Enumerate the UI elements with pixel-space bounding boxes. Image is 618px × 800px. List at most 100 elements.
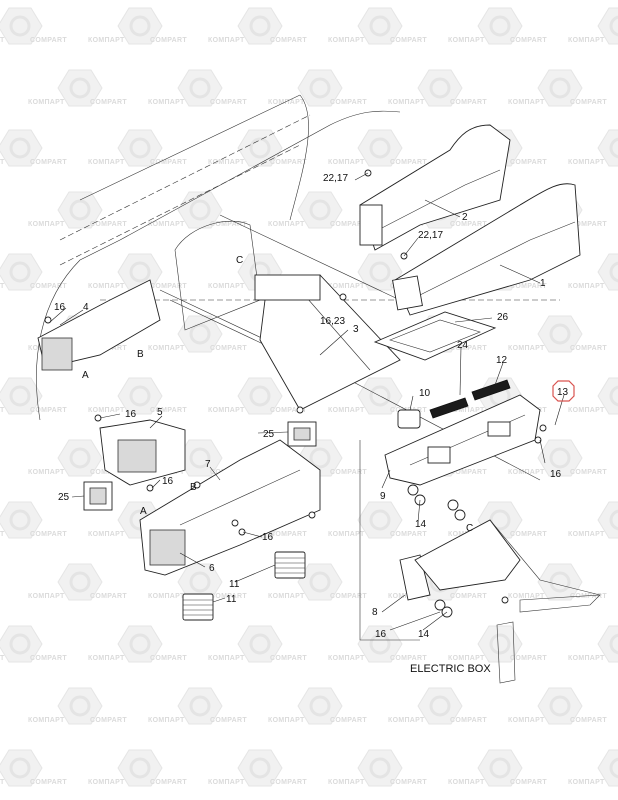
watermark-text-right: COMPART <box>30 283 67 290</box>
callout-13: 13 <box>557 387 569 398</box>
watermark-text-right: COMPART <box>510 779 547 786</box>
watermark-text-left: КОМПАРТ <box>148 717 185 724</box>
callout-16d: 16 <box>262 532 274 543</box>
watermark-text-left: КОМПАРТ <box>388 99 425 106</box>
watermark-text-right: COMPART <box>270 779 307 786</box>
callout-25a: 25 <box>263 429 275 440</box>
watermark-text-left: КОМПАРТ <box>88 159 125 166</box>
watermark-text-right: COMPART <box>210 345 247 352</box>
callout-14b: 14 <box>418 629 430 640</box>
callout-9: 9 <box>380 491 386 502</box>
bracket-part-8 <box>399 519 601 684</box>
watermark-text-right: COMPART <box>570 221 607 228</box>
callout-6: 6 <box>209 563 215 574</box>
watermark-tile: КОМПАРТ COMPART <box>88 129 187 167</box>
watermark-text-left: КОМПАРТ <box>0 407 5 414</box>
callout-8: 8 <box>372 607 378 618</box>
watermark-text-left: КОМПАРТ <box>328 531 365 538</box>
watermark-tile: КОМПАРТ COMPART <box>328 501 427 539</box>
watermark-text-left: КОМПАРТ <box>508 593 545 600</box>
panel-part-26 <box>373 311 497 361</box>
watermark-text-right: COMPART <box>30 779 67 786</box>
callout-13-highlight: 13 <box>552 380 575 402</box>
watermark-text-right: COMPART <box>510 531 547 538</box>
watermark-text-left: КОМПАРТ <box>28 99 65 106</box>
callout-16a: 16 <box>54 302 66 313</box>
watermark-text-left: КОМПАРТ <box>0 159 5 166</box>
watermark-text-left: КОМПАРТ <box>88 779 125 786</box>
callout-4: 4 <box>83 302 89 313</box>
leader-lines <box>49 172 565 631</box>
watermark-text-right: COMPART <box>90 99 127 106</box>
dash-panel-part-9 <box>384 394 541 486</box>
callout-16e: 16 <box>550 469 562 480</box>
watermark-text-left: КОМПАРТ <box>328 779 365 786</box>
watermark-text-left: КОМПАРТ <box>28 469 65 476</box>
callout-11b: 11 <box>226 594 237 605</box>
watermark-text-left: КОМПАРТ <box>508 345 545 352</box>
watermark-text-left: КОМПАРТ <box>88 37 125 44</box>
watermark-text-right: COMPART <box>510 283 547 290</box>
watermark-text-right: COMPART <box>150 283 187 290</box>
cover-part-10 <box>397 409 421 429</box>
watermark-text-right: COMPART <box>390 779 427 786</box>
watermark-text-right: COMPART <box>570 717 607 724</box>
watermark-text-right: COMPART <box>30 159 67 166</box>
watermark-text-left: КОМПАРТ <box>148 593 185 600</box>
watermark-text-left: КОМПАРТ <box>0 37 5 44</box>
watermark-text-right: COMPART <box>150 37 187 44</box>
watermark-text-left: КОМПАРТ <box>0 283 5 290</box>
watermark-text-left: КОМПАРТ <box>208 779 245 786</box>
callout-14a: 14 <box>415 519 427 530</box>
watermark-text-left: КОМПАРТ <box>208 655 245 662</box>
watermark-tile: КОМПАРТ COMPART <box>0 129 67 167</box>
watermark-text-left: КОМПАРТ <box>28 593 65 600</box>
watermark-text-left: КОМПАРТ <box>328 655 365 662</box>
callout-12: 12 <box>496 355 508 366</box>
vent-grilles-24-12 <box>429 379 511 419</box>
callout-11a: 11 <box>229 579 240 590</box>
callout-letter-c2: C <box>466 523 473 534</box>
watermark-text-left: КОМПАРТ <box>148 221 185 228</box>
callout-16f: 16 <box>375 629 387 640</box>
watermark-text-left: КОМПАРТ <box>508 469 545 476</box>
watermark-text-left: КОМПАРТ <box>568 407 605 414</box>
watermark-text-left: КОМПАРТ <box>88 531 125 538</box>
watermark-text-right: COMPART <box>150 159 187 166</box>
watermark-text-left: КОМПАРТ <box>448 655 485 662</box>
watermark-text-right: COMPART <box>390 531 427 538</box>
watermark-text-left: КОМПАРТ <box>208 37 245 44</box>
duct-part-2 <box>359 124 511 251</box>
watermark-tile: КОМПАРТ COMPART <box>328 749 427 787</box>
watermark-text-left: КОМПАРТ <box>88 655 125 662</box>
watermark-text-right: COMPART <box>390 655 427 662</box>
watermark-text-left: КОМПАРТ <box>568 779 605 786</box>
watermark-text-right: COMPART <box>90 717 127 724</box>
callout-3: 3 <box>353 324 359 335</box>
watermark-text-right: COMPART <box>330 99 367 106</box>
watermark-text-left: КОМПАРТ <box>208 283 245 290</box>
